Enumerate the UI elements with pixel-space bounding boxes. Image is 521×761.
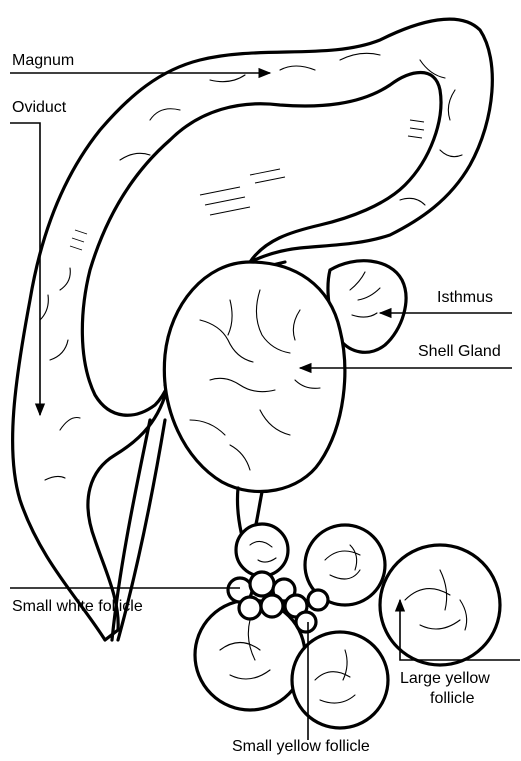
shell-gland-structure [164, 262, 344, 548]
label-isthmus: Isthmus [437, 289, 493, 307]
label-magnum: Magnum [12, 52, 74, 70]
label-small-yellow-follicle: Small yellow follicle [232, 738, 370, 756]
label-large-yellow-follicle-line2: follicle [430, 690, 474, 708]
label-shell-gland: Shell Gland [418, 343, 501, 361]
label-small-white-follicle: Small white follicle [12, 598, 143, 616]
label-oviduct: Oviduct [12, 99, 66, 117]
label-large-yellow-follicle-line1: Large yellow [400, 670, 490, 688]
